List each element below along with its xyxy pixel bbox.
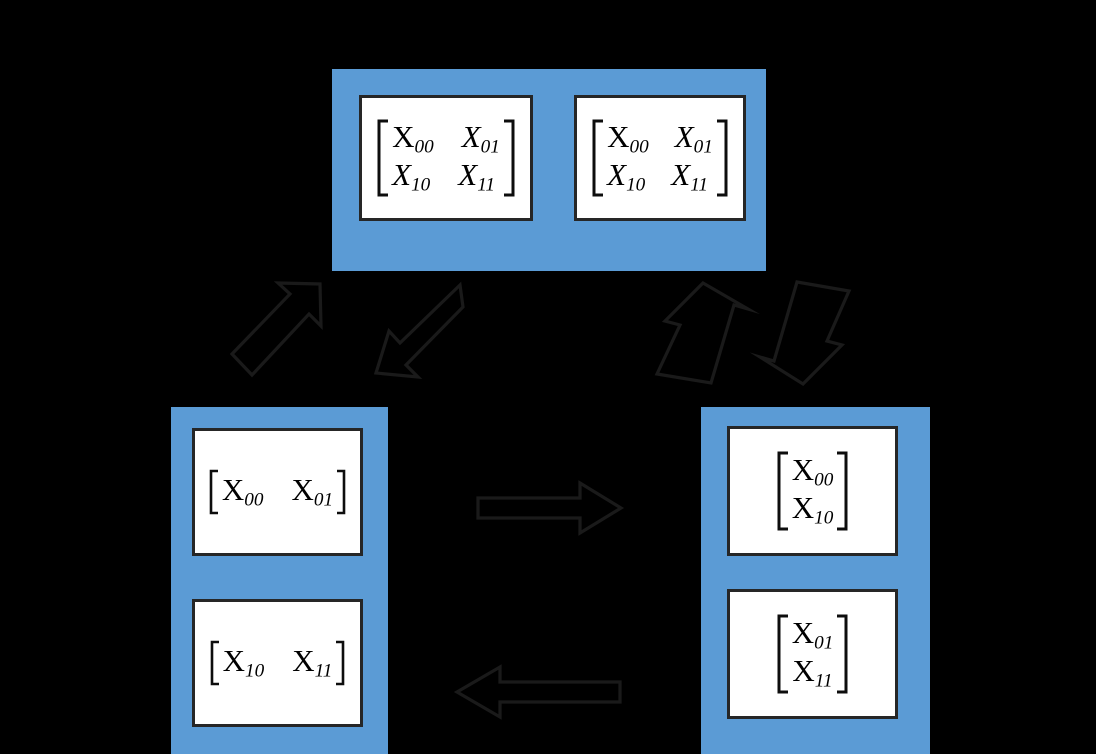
cell-c0: X10 — [222, 643, 265, 682]
right-bracket-icon — [335, 469, 347, 515]
matrix-rows: X01 X11 — [790, 615, 836, 692]
left-bracket-icon — [208, 469, 220, 515]
matrix-row-0: X00 — [791, 452, 834, 491]
arrow-down-icon — [749, 279, 852, 387]
card-full-matrix-a[interactable]: X00 X01 X10 X11 — [359, 95, 533, 221]
right-bracket-icon — [835, 451, 849, 531]
left-bracket-icon — [591, 119, 605, 197]
matrix-rows: X00 X10 — [790, 452, 836, 529]
card-full-matrix-b[interactable]: X00 X01 X10 X11 — [574, 95, 746, 221]
card-column-vector-a[interactable]: X00 X10 — [727, 426, 898, 556]
cell-r0c1: X01 — [461, 119, 500, 158]
row-vector: X10 X11 — [209, 640, 347, 686]
matrix-2x2: X00 X01 X10 X11 — [591, 119, 729, 197]
card-row-vector-b[interactable]: X10 X11 — [192, 599, 363, 727]
cell-c1: X01 — [291, 472, 334, 511]
arrow-up-right-icon — [228, 278, 328, 382]
arrow-left-icon — [453, 664, 623, 720]
left-bracket-icon — [776, 614, 790, 694]
matrix-row-0: X01 — [791, 615, 834, 654]
right-bracket-icon — [334, 640, 346, 686]
matrix-rows: X10 X11 — [221, 643, 335, 682]
column-gap — [434, 120, 462, 158]
cell-c1: X11 — [292, 643, 333, 682]
cell-r0: X01 — [791, 615, 834, 654]
left-bracket-icon — [376, 119, 390, 197]
column-gap — [645, 158, 671, 196]
matrix-row-0: X00 X01 — [607, 119, 713, 158]
cell-r0: X00 — [791, 452, 834, 491]
column-gap — [264, 473, 292, 511]
matrix-row-1: X10 — [791, 490, 834, 529]
matrix-2x2: X00 X01 X10 X11 — [376, 119, 516, 197]
card-row-vector-a[interactable]: X00 X01 — [192, 428, 363, 556]
matrix-row-0: X10 X11 — [222, 643, 333, 682]
right-bracket-icon — [835, 614, 849, 694]
arrow-down-left-icon — [368, 281, 466, 383]
column-gap — [430, 158, 458, 196]
column-vector: X01 X11 — [776, 614, 850, 694]
matrix-rows: X00 X01 X10 X11 — [605, 119, 715, 196]
row-vector: X00 X01 — [208, 469, 347, 515]
right-bracket-icon — [715, 119, 729, 197]
right-bracket-icon — [502, 119, 516, 197]
matrix-row-1: X10 X11 — [392, 157, 500, 196]
left-bracket-icon — [209, 640, 221, 686]
arrow-right-icon — [476, 480, 625, 536]
matrix-row-0: X00 X01 — [392, 119, 500, 158]
cell-r1c1: X11 — [458, 157, 495, 196]
matrix-row-0: X00 X01 — [221, 472, 334, 511]
cell-r0c0: X00 — [607, 119, 649, 158]
arrow-up-icon — [654, 280, 761, 386]
cell-r1c1: X11 — [671, 157, 708, 196]
matrix-row-1: X10 X11 — [607, 157, 713, 196]
column-vector: X00 X10 — [776, 451, 850, 531]
column-gap — [649, 120, 675, 158]
cell-r1c0: X10 — [607, 157, 646, 196]
cell-r1c0: X10 — [392, 157, 431, 196]
cell-r1: X11 — [792, 653, 833, 692]
cell-r0c1: X01 — [674, 119, 713, 158]
cell-r1: X10 — [791, 490, 834, 529]
card-column-vector-b[interactable]: X01 X11 — [727, 589, 898, 719]
cell-r0c0: X00 — [392, 119, 434, 158]
left-bracket-icon — [776, 451, 790, 531]
matrix-rows: X00 X01 X10 X11 — [390, 119, 502, 196]
matrix-rows: X00 X01 — [220, 472, 335, 511]
cell-c0: X00 — [221, 472, 264, 511]
column-gap — [264, 644, 292, 682]
matrix-row-1: X11 — [792, 653, 834, 692]
